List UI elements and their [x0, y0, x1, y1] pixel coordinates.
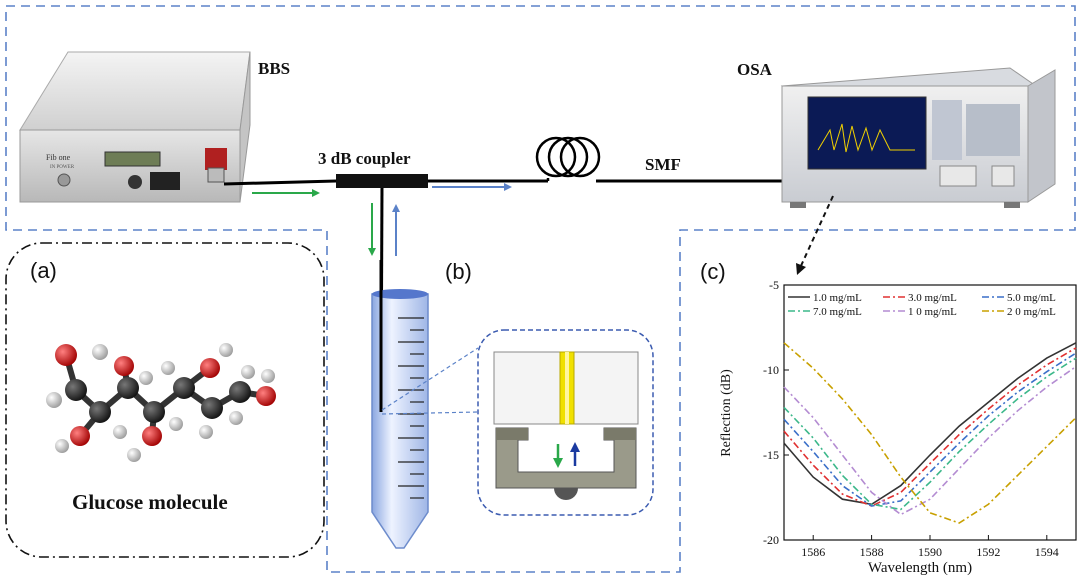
series-line — [783, 352, 1077, 507]
legend-label: 5.0 mg/mL — [1007, 292, 1056, 304]
x-tick-label: 1588 — [860, 545, 884, 559]
x-tick-label: 1590 — [918, 545, 942, 559]
test-tube — [371, 289, 429, 549]
molecule-caption: Glucose molecule — [72, 490, 228, 514]
smf-label: SMF — [645, 155, 681, 174]
osa-device — [780, 67, 1056, 208]
series-line — [783, 357, 1077, 511]
bbs-label: BBS — [258, 59, 290, 78]
series-line — [783, 347, 1077, 507]
x-tick-label: 1594 — [1035, 545, 1059, 559]
osa-label: OSA — [737, 60, 773, 79]
legend-label: 1.0 mg/mL — [813, 292, 862, 304]
chart-plot-area — [783, 284, 1077, 541]
chart-xlabel: Wavelength (nm) — [868, 560, 972, 576]
series-line — [783, 365, 1077, 516]
bbs-port-label: IN POWER — [50, 165, 75, 170]
direction-arrows — [252, 183, 512, 256]
panel-c-label: (c) — [700, 259, 726, 284]
x-tick-label: 1586 — [801, 545, 825, 559]
osa-to-chart-arrow — [799, 195, 834, 269]
zoom-line-bottom — [381, 411, 479, 415]
y-tick-label: -15 — [763, 448, 779, 462]
panel-b-label: (b) — [445, 259, 472, 284]
series-line — [783, 342, 1077, 506]
system-frame — [5, 5, 1076, 573]
molecule-frame — [5, 242, 325, 558]
glucose-molecule-image — [46, 343, 276, 462]
y-tick-label: -5 — [769, 278, 779, 292]
coupler-block — [336, 174, 428, 188]
legend-label: 3.0 mg/mL — [908, 292, 957, 304]
y-tick-label: -20 — [763, 533, 779, 547]
panel-a-label: (a) — [30, 258, 57, 283]
legend-label: 1 0 mg/mL — [908, 306, 957, 318]
chart: 1586 1588 1590 1592 1594 -5 -10 -15 -20 1.0 mg/mL… — [763, 278, 1077, 559]
osa-to-chart-arrowhead — [796, 263, 806, 275]
y-tick-label: -10 — [763, 363, 779, 377]
legend-label: 7.0 mg/mL — [813, 306, 862, 318]
coupler-label: 3 dB coupler — [318, 149, 411, 168]
tube-graduations — [398, 317, 424, 499]
series-line — [783, 342, 1077, 524]
x-tick-label: 1592 — [976, 545, 1000, 559]
fiber-coil — [535, 136, 601, 181]
legend-label: 2 0 mg/mL — [1007, 306, 1056, 318]
zoom-line-top — [381, 347, 479, 411]
bbs-device: Fib one IN POWER — [19, 51, 251, 203]
bbs-brand: Fib one — [46, 153, 71, 162]
chart-ylabel: Reflection (dB) — [719, 369, 734, 457]
sensor-detail — [477, 329, 654, 516]
